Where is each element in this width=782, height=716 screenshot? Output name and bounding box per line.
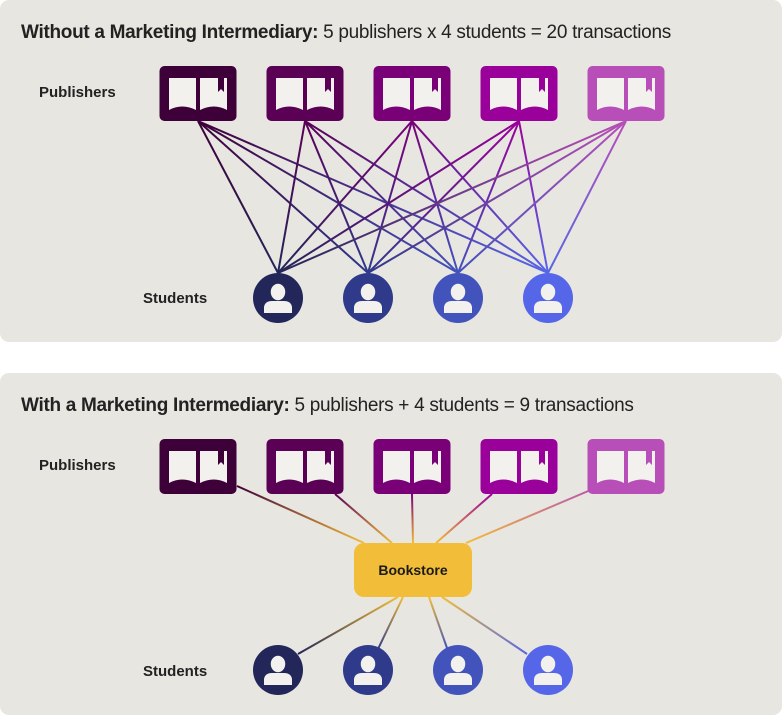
bookstore-node: Bookstore: [354, 543, 472, 597]
book-icon: [276, 451, 334, 483]
person-icon: [264, 654, 292, 685]
book-icon: [169, 78, 227, 110]
transaction-line: [367, 120, 520, 274]
transaction-line: [304, 120, 459, 274]
book-icon: [490, 451, 548, 483]
transaction-line: [197, 120, 459, 274]
publisher-5: [587, 66, 665, 121]
transaction-line: [367, 120, 413, 274]
book-icon: [490, 78, 548, 110]
book-icon: [169, 451, 227, 483]
person-icon: [444, 282, 472, 313]
transaction-line: [441, 596, 528, 655]
transaction-line: [277, 120, 627, 274]
bookstore-label: Bookstore: [378, 562, 447, 578]
transaction-line: [547, 120, 627, 274]
publisher-4: [480, 66, 558, 121]
without-title-bold: Without a Marketing Intermediary:: [21, 22, 319, 43]
publisher-5: [587, 439, 665, 494]
publisher-2: [266, 439, 344, 494]
student-4: [523, 273, 573, 323]
transaction-line: [428, 596, 448, 649]
bookstore-box: [354, 543, 472, 597]
without-title: Without a Marketing Intermediary: 5 publ…: [21, 22, 671, 44]
without-network-diagram: [159, 66, 665, 323]
students-label: Students: [143, 290, 208, 307]
transaction-line: [377, 596, 404, 650]
student-2: [343, 273, 393, 323]
transaction-line: [435, 493, 493, 544]
transaction-line: [304, 120, 549, 274]
person-icon: [354, 654, 382, 685]
student-1: [253, 273, 303, 323]
book-icon: [383, 78, 441, 110]
transaction-line: [197, 120, 549, 274]
without-title-rest: 5 publishers x 4 students = 20 transacti…: [318, 22, 671, 43]
transaction-line: [457, 120, 520, 274]
student-1: [253, 645, 303, 695]
with-title-rest: 5 publishers + 4 students = 9 transactio…: [289, 395, 634, 416]
student-3: [433, 273, 483, 323]
transaction-line: [277, 120, 413, 274]
transaction-line: [304, 120, 369, 274]
person-icon: [264, 282, 292, 313]
transaction-line: [297, 596, 399, 655]
with-title: With a Marketing Intermediary: 5 publish…: [21, 395, 634, 417]
book-icon: [597, 78, 655, 110]
transaction-line: [277, 120, 306, 274]
person-icon: [534, 654, 562, 685]
transaction-line: [367, 120, 627, 274]
with-intermediary-panel: With a Marketing Intermediary: 5 publish…: [0, 373, 782, 715]
student-2: [343, 645, 393, 695]
transaction-line: [197, 120, 279, 274]
without-intermediary-panel: Without a Marketing Intermediary: 5 publ…: [0, 0, 782, 342]
transaction-line: [236, 485, 365, 544]
publisher-1: [159, 439, 237, 494]
publisher-1: [159, 66, 237, 121]
transaction-line: [197, 120, 369, 274]
transaction-line: [411, 120, 459, 274]
students-label: Students: [143, 663, 208, 680]
with-network-diagram: Bookstore: [159, 439, 665, 695]
person-icon: [444, 654, 472, 685]
publishers-label: Publishers: [39, 84, 116, 101]
book-icon: [597, 451, 655, 483]
publisher-4: [480, 439, 558, 494]
transaction-line: [411, 493, 414, 544]
publisher-3: [373, 66, 451, 121]
transaction-line: [277, 120, 520, 274]
book-icon: [383, 451, 441, 483]
with-title-bold: With a Marketing Intermediary:: [21, 395, 290, 416]
publisher-3: [373, 439, 451, 494]
publisher-2: [266, 66, 344, 121]
transaction-line: [334, 493, 393, 544]
person-icon: [354, 282, 382, 313]
student-3: [433, 645, 483, 695]
person-icon: [534, 282, 562, 313]
student-4: [523, 645, 573, 695]
publishers-label: Publishers: [39, 457, 116, 474]
transaction-line: [411, 120, 549, 274]
transaction-line: [457, 120, 627, 274]
book-icon: [276, 78, 334, 110]
transaction-line: [518, 120, 549, 274]
transaction-line: [465, 485, 601, 544]
